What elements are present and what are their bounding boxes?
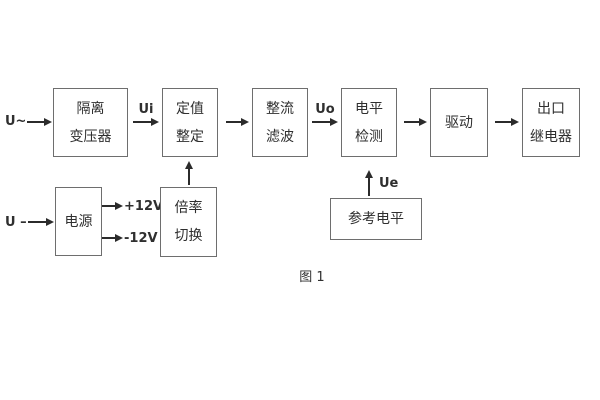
block-power-supply: 电源: [55, 187, 102, 256]
block-drive-label: 驱动: [445, 114, 473, 131]
block-level-detect: 电平 检测: [341, 88, 397, 157]
rail-minus12v-label: -12V: [124, 231, 158, 246]
arrow-reference-to-level: [365, 170, 373, 196]
block-drive: 驱动: [430, 88, 488, 157]
block-setting-line1: 定值: [176, 100, 204, 117]
arrow-isolation-to-setting: [133, 118, 159, 126]
block-ratio-switch: 倍率 切换: [160, 187, 217, 257]
block-reference-label: 参考电平: [348, 211, 404, 227]
block-level-line1: 电平: [355, 100, 383, 117]
block-ratio-line1: 倍率: [174, 200, 203, 216]
block-level-line2: 检测: [355, 128, 383, 145]
block-rectifier-line2: 滤波: [266, 128, 294, 145]
arrow-level-to-drive: [404, 118, 427, 126]
block-rectifier-filter: 整流 滤波: [252, 88, 308, 157]
block-ratio-line2: 切换: [174, 228, 203, 244]
block-setting-line2: 整定: [176, 128, 204, 145]
arrow-ratio-to-setting: [185, 161, 193, 185]
arrow-minus12v: [102, 234, 123, 242]
arrow-drive-to-relay: [495, 118, 519, 126]
block-output-relay: 出口 继电器: [522, 88, 580, 157]
signal-ue-label: Ue: [379, 176, 399, 191]
block-isolation-line2: 变压器: [69, 128, 112, 145]
block-relay-line2: 继电器: [530, 128, 572, 145]
figure-caption: 图 1: [299, 270, 325, 285]
block-relay-line1: 出口: [537, 100, 565, 117]
arrow-dc-input: [28, 218, 54, 226]
arrow-ac-input: [27, 118, 52, 126]
arrow-rectifier-to-level: [312, 118, 338, 126]
rail-plus12v-label: +12V: [124, 199, 164, 214]
signal-ui-label: Ui: [138, 102, 154, 117]
block-reference-level: 参考电平: [330, 198, 422, 240]
arrow-plus12v: [102, 202, 123, 210]
signal-uo-label: Uo: [315, 102, 335, 117]
block-rectifier-line1: 整流: [266, 100, 294, 117]
arrow-setting-to-rectifier: [226, 118, 249, 126]
input-ac-label: U~: [5, 114, 27, 129]
input-dc-label: U –: [5, 215, 27, 230]
block-isolation-line1: 隔离: [76, 100, 105, 117]
block-setting-adjust: 定值 整定: [162, 88, 218, 157]
block-isolation-transformer: 隔离 变压器: [53, 88, 128, 157]
block-power-label: 电源: [64, 213, 93, 230]
